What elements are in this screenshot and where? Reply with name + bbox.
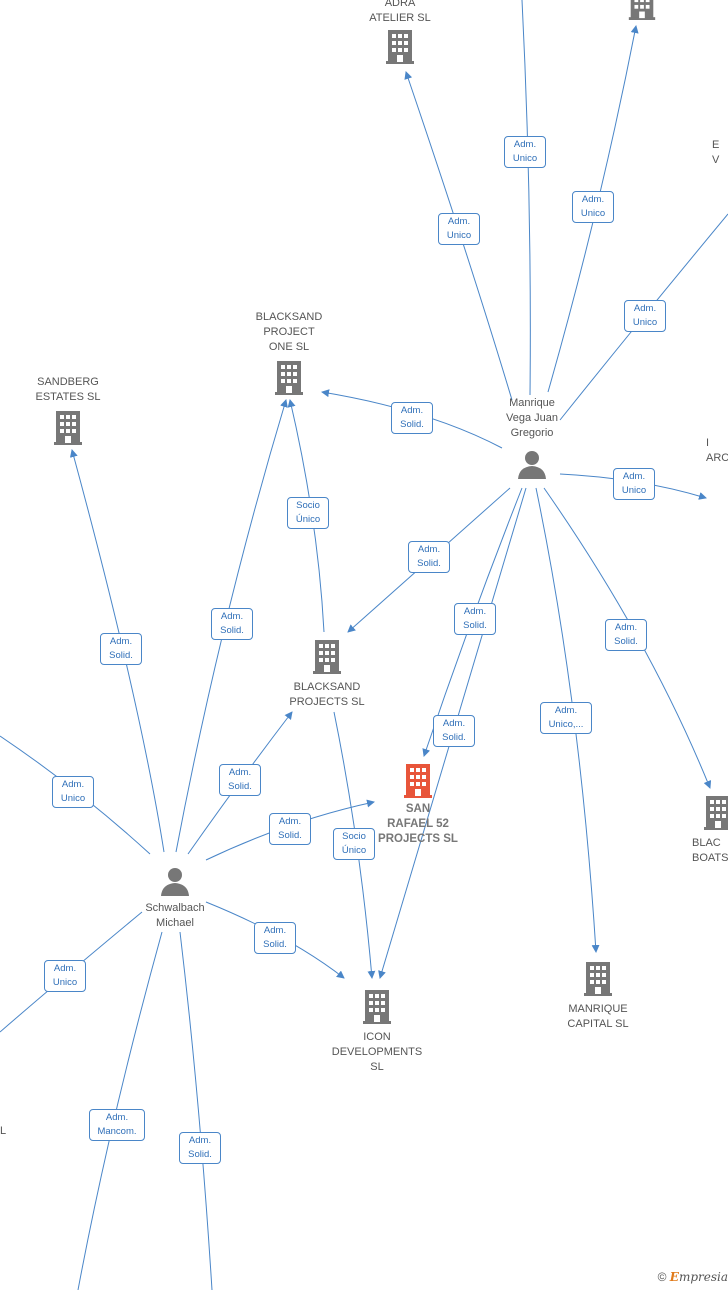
node-label: MANRIQUE CAPITAL SL bbox=[567, 1003, 629, 1030]
edge-label-san-rafael[interactable]: Adm. Solid. bbox=[454, 603, 496, 635]
node-partial-right-top[interactable]: E V bbox=[712, 138, 728, 168]
edge-label-left-top[interactable]: Adm. Unico bbox=[52, 776, 94, 808]
node-icon-developments[interactable]: ICON DEVELOPMENTS SL bbox=[322, 990, 432, 1075]
node-blacksand-project-one[interactable]: BLACKSAND PROJECT ONE SL bbox=[239, 310, 339, 395]
edge-label-schwalbach-icon[interactable]: Adm. Solid. bbox=[254, 922, 296, 954]
edge-label-socio-blacksand-one[interactable]: Socio Único bbox=[287, 497, 329, 529]
node-label: ADRA ATELIER SL bbox=[369, 0, 431, 24]
edge-label-right-mid[interactable]: Adm. Unico bbox=[613, 468, 655, 500]
building-icon bbox=[363, 990, 391, 1024]
edge-manrique-top1 bbox=[521, 0, 531, 396]
copyright-icon: © bbox=[657, 1270, 667, 1284]
edge-label-left-mid[interactable]: Adm. Unico bbox=[44, 960, 86, 992]
node-top-right-building[interactable] bbox=[622, 0, 662, 20]
building-icon bbox=[404, 764, 432, 798]
edge-label-icon-manrique[interactable]: Adm. Solid. bbox=[433, 715, 475, 747]
node-label: E V bbox=[712, 139, 720, 166]
node-label: L bbox=[0, 1125, 7, 1137]
node-sandberg-estates[interactable]: SANDBERG ESTATES SL bbox=[18, 375, 118, 445]
edge-label-adra[interactable]: Adm. Unico bbox=[438, 213, 480, 245]
building-icon bbox=[628, 0, 656, 20]
edge-label-sandberg[interactable]: Adm. Solid. bbox=[100, 633, 142, 665]
node-blac-boats[interactable]: BLAC BOATS bbox=[688, 796, 728, 866]
edge-schwalbach-down2 bbox=[179, 931, 213, 1290]
node-label: Manrique Vega Juan Gregorio bbox=[506, 397, 558, 439]
node-label: BLACKSAND PROJECT ONE SL bbox=[255, 311, 323, 353]
edge-label-schwalbach-blacksand-one[interactable]: Adm. Solid. bbox=[211, 608, 253, 640]
building-icon bbox=[313, 640, 341, 674]
building-icon bbox=[54, 411, 82, 445]
node-blacksand-projects[interactable]: BLACKSAND PROJECTS SL bbox=[274, 640, 380, 710]
building-icon bbox=[584, 962, 612, 996]
edge-label-schwalbach-blacksand-projects[interactable]: Adm. Solid. bbox=[219, 764, 261, 796]
edge-schwalbach-sandberg bbox=[69, 449, 165, 853]
node-label: SANDBERG ESTATES SL bbox=[35, 376, 101, 403]
edge-label-down2[interactable]: Adm. Solid. bbox=[179, 1132, 221, 1164]
edge-label-blac-boats[interactable]: Adm. Solid. bbox=[605, 619, 647, 651]
edge-label-blacksand-one[interactable]: Adm. Solid. bbox=[391, 402, 433, 434]
node-manrique-capital[interactable]: MANRIQUE CAPITAL SL bbox=[550, 962, 646, 1032]
edge-label-down1[interactable]: Adm. Mancom. bbox=[89, 1109, 145, 1141]
person-icon bbox=[161, 868, 189, 896]
person-icon bbox=[518, 451, 546, 479]
edge-label-right-top[interactable]: Adm. Unico bbox=[624, 300, 666, 332]
building-icon bbox=[275, 361, 303, 395]
edge-label-socio-icon[interactable]: Socio Único bbox=[333, 828, 375, 860]
footer-brand: © Empresia bbox=[658, 1270, 728, 1284]
edge-label-blacksand-projects[interactable]: Adm. Solid. bbox=[408, 541, 450, 573]
node-schwalbach-person[interactable]: Schwalbach Michael bbox=[130, 866, 220, 931]
node-san-rafael-52-projects[interactable]: SAN RAFAEL 52 PROJECTS SL bbox=[364, 764, 472, 847]
node-label: SAN RAFAEL 52 PROJECTS SL bbox=[378, 803, 458, 845]
node-label: BLAC BOATS bbox=[692, 837, 728, 864]
brand-logo: Empresia bbox=[669, 1270, 728, 1284]
node-partial-left[interactable]: L bbox=[0, 1124, 12, 1139]
node-manrique-vega-person[interactable]: Manrique Vega Juan Gregorio bbox=[492, 396, 572, 479]
node-label: I ARC bbox=[706, 437, 728, 464]
node-label: ICON DEVELOPMENTS SL bbox=[331, 1031, 423, 1073]
node-partial-right-mid[interactable]: I ARC bbox=[706, 436, 728, 466]
building-icon bbox=[386, 30, 414, 64]
building-icon bbox=[704, 796, 728, 830]
edge-label-top1[interactable]: Adm. Unico bbox=[504, 136, 546, 168]
edge-manrique-adra bbox=[404, 71, 513, 401]
edge-label-top2[interactable]: Adm. Unico bbox=[572, 191, 614, 223]
node-label: BLACKSAND PROJECTS SL bbox=[289, 681, 365, 708]
node-adra-atelier[interactable]: ADRA ATELIER SL bbox=[350, 0, 450, 64]
node-label: Schwalbach Michael bbox=[145, 902, 205, 929]
edge-label-capital[interactable]: Adm. Unico,... bbox=[540, 702, 592, 734]
edge-label-schwalbach-san-rafael[interactable]: Adm. Solid. bbox=[269, 813, 311, 845]
